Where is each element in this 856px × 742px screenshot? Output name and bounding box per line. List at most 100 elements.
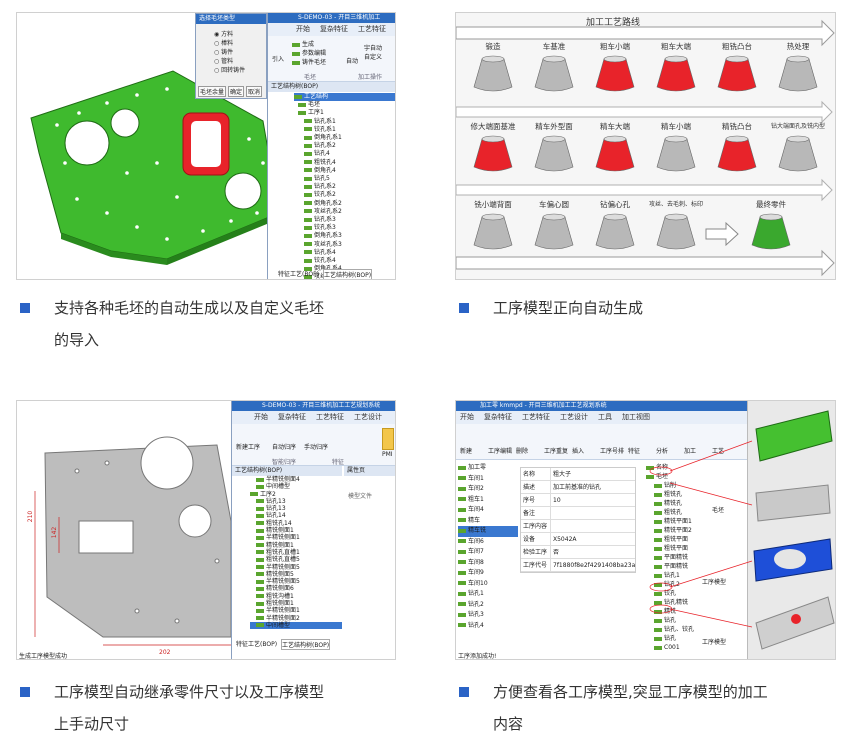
tree-item[interactable]: 车间6 [458, 537, 518, 548]
tree-item[interactable]: 粗铣孔直槽5 [250, 556, 342, 563]
tree-item[interactable]: 中间槽型 [250, 483, 342, 490]
tree-item[interactable]: 倒角孔系1 [294, 134, 395, 142]
tree-item[interactable]: 钻孔、铰孔 [646, 625, 746, 634]
tree-item[interactable]: 钻孔2 [458, 600, 518, 611]
tab-process[interactable]: 工艺特征 [358, 25, 386, 33]
tree-item[interactable]: 钻孔3 [458, 610, 518, 621]
tree-item[interactable]: C001 [646, 643, 746, 652]
auto-op-button[interactable]: 宇自动 [364, 45, 383, 52]
ribbon-button[interactable]: 新建 [460, 448, 473, 455]
tree-item[interactable]: 铰孔 [646, 589, 746, 598]
tree-item[interactable]: 粗车1 [458, 495, 518, 506]
tree-item[interactable]: 车间2 [458, 484, 518, 495]
tree-item[interactable]: 车间10 [458, 579, 518, 590]
tab-process[interactable]: 工艺特征 [316, 413, 344, 421]
tab-complex[interactable]: 复杂特征 [278, 413, 306, 421]
allowance-button[interactable]: 毛坯余量 [198, 86, 227, 97]
ribbon-button[interactable]: 加工 [684, 448, 697, 455]
tree-item[interactable]: 粗铣孔直槽1 [250, 549, 342, 556]
tree-item[interactable]: 粗铣平面 [646, 544, 746, 553]
tree-item[interactable]: 钻孔精铣 [646, 598, 746, 607]
tree-item[interactable]: 半精铣侧面5 [250, 578, 342, 585]
tree-item[interactable]: 粗铣孔 [646, 508, 746, 517]
tree-item[interactable]: 钻孔系1 [294, 118, 395, 126]
tree-item[interactable]: 半精铣侧面2 [250, 615, 342, 622]
tree-item[interactable]: 钻孔系3 [294, 216, 395, 224]
tree-item[interactable]: 精铣平面2 [646, 526, 746, 535]
tree-item[interactable]: 工序2 [250, 491, 342, 498]
tab-tools[interactable]: 工具 [598, 413, 612, 421]
tree-item[interactable]: 车间4 [458, 505, 518, 516]
tree-item[interactable]: 车间8 [458, 558, 518, 569]
tree-item[interactable]: 加工零 [458, 463, 518, 474]
tree-item[interactable]: 钻孔4 [294, 150, 395, 158]
tree-item[interactable]: 毛坯 [646, 472, 746, 481]
tree-item[interactable]: 倒角孔系4 [294, 265, 395, 273]
attr-value[interactable]: X5042A [553, 536, 577, 543]
pmi-icon[interactable] [382, 428, 394, 450]
tree-item[interactable]: 钻孔1 [458, 589, 518, 600]
tree-item[interactable]: 钻孔系4 [294, 249, 395, 257]
tree-item[interactable]: 精铣侧面6 [250, 585, 342, 592]
attr-value[interactable]: 7f1880f8e2f4291408ba23a7f5ea1 [553, 562, 635, 569]
tab-complex[interactable]: 复杂特征 [320, 25, 348, 33]
tab-structure-bop[interactable]: 工艺结构树(BOP) [281, 639, 331, 650]
radio-icon[interactable]: ○ [214, 58, 220, 65]
ribbon-button[interactable]: 删除 [516, 448, 529, 455]
tree-item[interactable]: 铰孔系4 [294, 257, 395, 265]
ok-button[interactable]: 确定 [228, 86, 245, 97]
attr-value[interactable]: 粗大子 [553, 471, 572, 478]
new-op-button[interactable]: 新建工序 [236, 444, 261, 451]
tab-start[interactable]: 开始 [296, 25, 310, 33]
tree-item[interactable]: 攻丝孔系2 [294, 208, 395, 216]
ribbon-button[interactable]: 特征 [628, 448, 641, 455]
tree-item[interactable]: 粗铣孔14 [250, 520, 342, 527]
tab-design[interactable]: 工艺设计 [354, 413, 382, 421]
tree-item[interactable]: 中间槽型 [250, 621, 342, 630]
param-edit-button[interactable]: 参数编辑 [302, 50, 327, 57]
tree-item[interactable]: 粗铣侧面1 [250, 600, 342, 607]
tree-item[interactable]: 钻孔13 [250, 505, 342, 512]
tree-item[interactable]: 车间7 [458, 547, 518, 558]
tree-item[interactable]: 钻孔4 [458, 621, 518, 632]
tree-item[interactable]: 精车 [458, 516, 518, 527]
tab-start[interactable]: 开始 [254, 413, 268, 421]
tree-item[interactable]: 名称 [646, 463, 746, 472]
ribbon-button[interactable]: 插入 [572, 448, 585, 455]
tree-item[interactable]: 铰孔系3 [294, 224, 395, 232]
tree-item[interactable]: 工序1 [294, 109, 395, 117]
tree-item[interactable]: 毛坯 [294, 101, 395, 109]
radio-icon[interactable]: ○ [214, 67, 220, 74]
import-button[interactable]: 引入 [272, 56, 285, 63]
tree-item[interactable]: 工艺结构 [294, 93, 395, 102]
tree-item[interactable]: 钻孔系2 [294, 142, 395, 150]
tree-item[interactable]: 精铣侧面1 [250, 527, 342, 534]
tree-item[interactable]: 钻孔5 [294, 175, 395, 183]
tree-item[interactable]: 铰孔系2 [294, 191, 395, 199]
tree-item[interactable]: 车间9 [458, 568, 518, 579]
attr-value[interactable]: 否 [553, 549, 560, 556]
tree-item[interactable]: 半精铣侧面1 [250, 534, 342, 541]
tab-view[interactable]: 加工视图 [622, 413, 650, 421]
tree-item[interactable]: 钻孔 [646, 616, 746, 625]
attr-value[interactable]: 加工前基准的钻孔 [553, 484, 602, 491]
tree-item[interactable]: 精铣侧面5 [250, 571, 342, 578]
tree-item[interactable]: 攻丝孔系3 [294, 241, 395, 249]
tab-feature-bop[interactable]: 特征工艺(BOP) [236, 641, 278, 648]
tree-item[interactable]: 半精铣侧面4 [250, 476, 342, 483]
ribbon-button[interactable]: 工序号排 [600, 448, 625, 455]
tab-complex[interactable]: 复杂特征 [484, 413, 512, 421]
radio-icon[interactable]: ○ [214, 49, 220, 56]
tree-item[interactable]: 铰孔系1 [294, 126, 395, 134]
tab-process[interactable]: 工艺特征 [522, 413, 550, 421]
tab-start[interactable]: 开始 [460, 413, 474, 421]
tree-item[interactable]: 钻孔2 [646, 580, 746, 589]
radio-icon[interactable]: ○ [214, 40, 220, 47]
generate-button[interactable]: 生成 [302, 41, 315, 48]
tree-item[interactable]: 钻孔 [646, 634, 746, 643]
tree-item[interactable]: 粗铣平面 [646, 535, 746, 544]
tree-item[interactable]: 平面精铣 [646, 553, 746, 562]
auto-assign-button[interactable]: 自动归序 [272, 444, 297, 451]
attr-value[interactable]: 10 [553, 497, 561, 504]
tab-design[interactable]: 工艺设计 [560, 413, 588, 421]
